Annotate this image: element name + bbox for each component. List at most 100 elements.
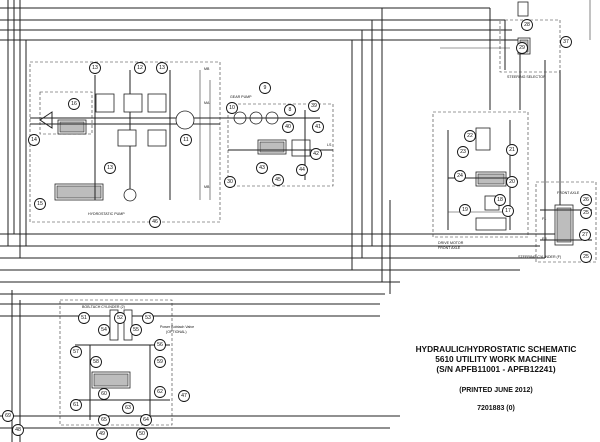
svg-text:37: 37 — [563, 39, 569, 45]
svg-text:24: 24 — [457, 173, 463, 179]
port-mb-lower: MB — [204, 185, 210, 189]
callout-23: 23 — [457, 146, 469, 158]
svg-text:13: 13 — [159, 65, 165, 71]
label-gear-pump: GEAR PUMP — [230, 95, 252, 99]
power-bobtach-group: BOB-TACH CYLINDER (2) Power Bobtach Valv… — [59, 299, 194, 426]
callout-62: 62 — [154, 386, 166, 398]
callout-22: 22 — [464, 130, 476, 142]
svg-text:53: 53 — [145, 315, 151, 321]
svg-text:25: 25 — [583, 254, 589, 260]
label-drive-motor: DRIVE MOTOR — [438, 241, 464, 245]
callout-59: 59 — [154, 356, 166, 368]
svg-text:65: 65 — [101, 417, 107, 423]
callout-45: 45 — [272, 174, 284, 186]
callout-13: 13 — [89, 62, 101, 74]
label-power-bobtach: Power Bobtach Valve — [160, 325, 194, 329]
callout-24: 24 — [454, 170, 466, 182]
svg-text:29: 29 — [519, 45, 525, 51]
svg-text:54: 54 — [101, 327, 107, 333]
svg-text:17: 17 — [505, 208, 511, 214]
svg-text:22: 22 — [467, 133, 473, 139]
callout-28: 28 — [521, 19, 533, 31]
callout-40: 40 — [282, 121, 294, 133]
callout-53: 53 — [142, 312, 154, 324]
svg-text:13: 13 — [92, 65, 98, 71]
callout-63: 63 — [122, 402, 134, 414]
svg-text:44: 44 — [299, 167, 305, 173]
svg-text:48: 48 — [15, 427, 21, 433]
svg-text:12: 12 — [137, 65, 143, 71]
title-line-2: 5610 UTILITY WORK MACHINE — [435, 354, 557, 364]
callout-14: 14 — [28, 134, 40, 146]
port-mb: MB — [204, 67, 210, 71]
callout-69: 69 — [2, 410, 14, 422]
callout-37: 37 — [560, 36, 572, 48]
callout-48: 48 — [12, 424, 24, 436]
callout-25: 25 — [580, 207, 592, 219]
svg-text:62: 62 — [157, 389, 163, 395]
callout-60: 60 — [98, 388, 110, 400]
svg-text:15: 15 — [37, 201, 43, 207]
callout-50: 50 — [136, 428, 148, 440]
svg-text:43: 43 — [259, 165, 265, 171]
title-block: HYDRAULIC/HYDROSTATIC SCHEMATIC 5610 UTI… — [410, 344, 582, 414]
callout-65: 65 — [98, 414, 110, 426]
svg-text:61: 61 — [73, 402, 79, 408]
svg-text:8: 8 — [289, 107, 292, 113]
callout-55: 55 — [130, 324, 142, 336]
svg-text:63: 63 — [125, 405, 131, 411]
svg-text:56: 56 — [157, 342, 163, 348]
callout-42: 42 — [310, 148, 322, 160]
label-hydrostatic-pump: HYDROSTATIC PUMP — [88, 212, 125, 216]
label-steering-selector: STEERING SELECTOR — [507, 75, 546, 79]
title-line-1: HYDRAULIC/HYDROSTATIC SCHEMATIC — [415, 344, 577, 354]
label-bob-tach-cylinder: BOB-TACH CYLINDER (2) — [82, 305, 125, 309]
port-ls: LS — [327, 143, 332, 147]
hydrostatic-pump-group: HYDROSTATIC PUMP MB MA MB — [29, 61, 221, 223]
svg-text:47: 47 — [181, 393, 187, 399]
front-axle-group: FRONT AXLE FL FR STEERING CYLINDER (F) — [518, 181, 597, 263]
callout-58: 58 — [90, 356, 102, 368]
callout-64: 64 — [140, 414, 152, 426]
callout-13b: 13 — [156, 62, 168, 74]
callout-51: 51 — [78, 312, 90, 324]
port-fl: FL — [542, 217, 546, 221]
svg-text:20: 20 — [509, 179, 515, 185]
svg-text:13: 13 — [107, 165, 113, 171]
svg-text:16: 16 — [71, 101, 77, 107]
callout-21: 21 — [506, 144, 518, 156]
callout-18: 18 — [494, 194, 506, 206]
svg-text:39: 39 — [311, 103, 317, 109]
callout-27: 27 — [579, 229, 591, 241]
printed-date: (PRINTED JUNE 2012) — [459, 387, 533, 394]
callout-29: 29 — [516, 42, 528, 54]
callouts: 14 15 16 13 12 13 13 11 10 9 8 39 40 41 … — [2, 19, 592, 440]
svg-text:9: 9 — [264, 85, 267, 91]
svg-text:42: 42 — [313, 151, 319, 157]
gear-pump-group: GEAR PUMP LS — [220, 95, 334, 187]
svg-text:49: 49 — [99, 431, 105, 437]
callout-17: 17 — [502, 205, 514, 217]
svg-text:55: 55 — [133, 327, 139, 333]
callout-39: 39 — [308, 100, 320, 112]
callout-12: 12 — [134, 62, 146, 74]
svg-text:52: 52 — [117, 315, 123, 321]
svg-text:60: 60 — [101, 391, 107, 397]
callout-8: 8 — [284, 104, 296, 116]
svg-text:10: 10 — [229, 105, 235, 111]
label-front-axle: FRONT AXLE — [557, 191, 580, 195]
callout-43: 43 — [256, 162, 268, 174]
callout-47: 47 — [178, 390, 190, 402]
callout-26: 26 — [580, 194, 592, 206]
svg-text:59: 59 — [157, 359, 163, 365]
port-fr: FR — [542, 237, 547, 241]
svg-text:45: 45 — [275, 177, 281, 183]
label-steering-cylinder: STEERING CYLINDER (F) — [518, 255, 561, 259]
callout-44: 44 — [296, 164, 308, 176]
callout-54: 54 — [98, 324, 110, 336]
svg-text:51: 51 — [81, 315, 87, 321]
drive-motor-group: DRIVE MOTOR FRONT AXLE — [432, 111, 529, 250]
callout-13c: 13 — [104, 162, 116, 174]
svg-text:26: 26 — [583, 197, 589, 203]
